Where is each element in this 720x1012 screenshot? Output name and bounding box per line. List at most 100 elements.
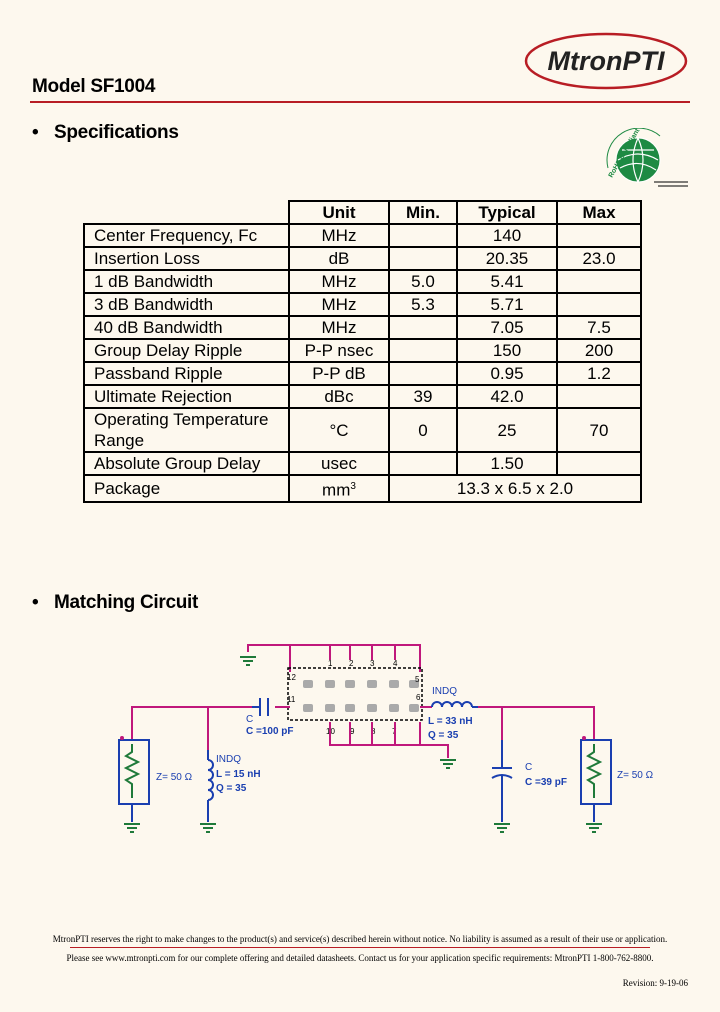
footer-disclaimer: MtronPTI reserves the right to make chan…: [52, 934, 668, 944]
pin-label: 12: [287, 673, 296, 682]
shunt-inductor: [207, 750, 214, 822]
min-cell: [388, 315, 458, 340]
min-cell: [388, 361, 458, 386]
pin-labels: 12 1 2 3 4 5 11 10 9 8 7 6: [287, 659, 421, 736]
unit-text: mm: [322, 480, 351, 500]
param-cell: Group Delay Ripple: [83, 338, 290, 363]
footer-rule: [70, 947, 650, 948]
param-cell: Insertion Loss: [83, 246, 290, 271]
specifications-label: Specifications: [54, 122, 179, 143]
table-row: 1 dB Bandwidth MHz 5.0 5.41: [83, 269, 642, 294]
matching-circuit-heading: • Matching Circuit: [32, 592, 198, 614]
pin-label: 1: [328, 659, 333, 668]
max-cell: 200: [556, 338, 642, 363]
typical-cell: 140: [456, 223, 558, 248]
min-cell: [388, 246, 458, 271]
ground-symbol: [200, 823, 216, 833]
ground-symbol: [440, 759, 456, 769]
series-inductor-label: INDQ: [432, 686, 457, 697]
pin-label: 8: [371, 727, 376, 736]
pin-label: 2: [349, 659, 354, 668]
shunt-inductor-label: INDQ: [216, 754, 241, 765]
pin-label: 5: [415, 675, 420, 684]
typical-cell: 5.71: [456, 292, 558, 317]
specifications-heading: • Specifications: [32, 122, 179, 144]
model-title: Model SF1004: [32, 76, 156, 97]
param-cell: Ultimate Rejection: [83, 384, 290, 409]
matching-circuit-label: Matching Circuit: [54, 592, 199, 613]
saw-filter-package: [287, 667, 423, 721]
table-row: Ultimate Rejection dBc 39 42.0: [83, 384, 642, 409]
series-inductor-Q: Q = 35: [428, 730, 459, 741]
shunt-inductor-L: L = 15 nH: [216, 769, 261, 780]
shunt-inductor-Q: Q = 35: [216, 783, 247, 794]
unit-cell: dBc: [288, 384, 390, 409]
typical-cell: 150: [456, 338, 558, 363]
table-row: Center Frequency, Fc MHz 140: [83, 223, 642, 248]
shunt-cap-label: C: [525, 762, 532, 773]
bullet: •: [32, 592, 39, 613]
bullet: •: [32, 122, 39, 143]
source-port: [118, 736, 150, 822]
pin-label: 3: [370, 659, 375, 668]
max-cell: [556, 384, 642, 409]
package-dimensions-cell: 13.3 x 6.5 x 2.0: [388, 474, 642, 503]
input-wire: [131, 706, 290, 755]
typical-cell: 5.41: [456, 269, 558, 294]
shunt-cap-value: C =39 pF: [525, 777, 567, 788]
min-cell: 5.0: [388, 269, 458, 294]
shunt-capacitor: [491, 740, 513, 822]
min-cell: [388, 451, 458, 476]
typical-cell: 20.35: [456, 246, 558, 271]
load-port: [580, 736, 612, 822]
logo-text: MtronPTI: [548, 46, 665, 76]
typical-cell: 0.95: [456, 361, 558, 386]
typical-cell: 42.0: [456, 384, 558, 409]
min-cell: [388, 223, 458, 248]
footer-contact: Please see www.mtronpti.com for our comp…: [66, 953, 654, 963]
series-inductor: [431, 701, 478, 708]
unit-cell: P-P nsec: [288, 338, 390, 363]
min-cell: 0: [388, 407, 458, 453]
col-header-unit: Unit: [288, 200, 390, 225]
table-row: Group Delay Ripple P-P nsec 150 200: [83, 338, 642, 363]
max-cell: [556, 451, 642, 476]
unit-cell: usec: [288, 451, 390, 476]
corner-cell: [84, 201, 290, 225]
table-row: Insertion Loss dB 20.35 23.0: [83, 246, 642, 271]
max-cell: 70: [556, 407, 642, 453]
table-row: 3 dB Bandwidth MHz 5.3 5.71: [83, 292, 642, 317]
typical-cell: 7.05: [456, 315, 558, 340]
param-cell: 1 dB Bandwidth: [83, 269, 290, 294]
max-cell: [556, 292, 642, 317]
pin-label: 6: [416, 693, 421, 702]
ground-symbol: [494, 823, 510, 833]
param-cell: 40 dB Bandwidth: [83, 315, 290, 340]
max-cell: 7.5: [556, 315, 642, 340]
max-cell: [556, 269, 642, 294]
table-row: 40 dB Bandwidth MHz 7.05 7.5: [83, 315, 642, 340]
unit-cell: MHz: [288, 315, 390, 340]
param-cell: Center Frequency, Fc: [83, 223, 290, 248]
mtronpti-logo: MtronPTI: [524, 32, 688, 90]
typical-cell: 1.50: [456, 451, 558, 476]
min-cell: 5.3: [388, 292, 458, 317]
series-inductor-L: L = 33 nH: [428, 716, 473, 727]
series-cap-value: C =100 pF: [246, 726, 294, 737]
param-cell: Operating Temperature Range: [83, 407, 290, 453]
max-cell: 23.0: [556, 246, 642, 271]
header-rule: [30, 101, 690, 103]
pin-label: 4: [393, 659, 398, 668]
unit-cell: °C: [288, 407, 390, 453]
unit-cell: MHz: [288, 269, 390, 294]
series-capacitor: [252, 698, 269, 716]
rohs-badge: RoHS Compliant: [606, 128, 688, 187]
ground-symbol: [124, 823, 140, 833]
table-row: Absolute Group Delay usec 1.50: [83, 451, 642, 476]
min-cell: 39: [388, 384, 458, 409]
unit-cell: MHz: [288, 223, 390, 248]
load-impedance: Z= 50 Ω: [617, 770, 654, 781]
param-cell: Absolute Group Delay: [83, 451, 290, 476]
unit-cell: MHz: [288, 292, 390, 317]
table-row: Operating Temperature Range °C 0 25 70: [83, 407, 642, 453]
